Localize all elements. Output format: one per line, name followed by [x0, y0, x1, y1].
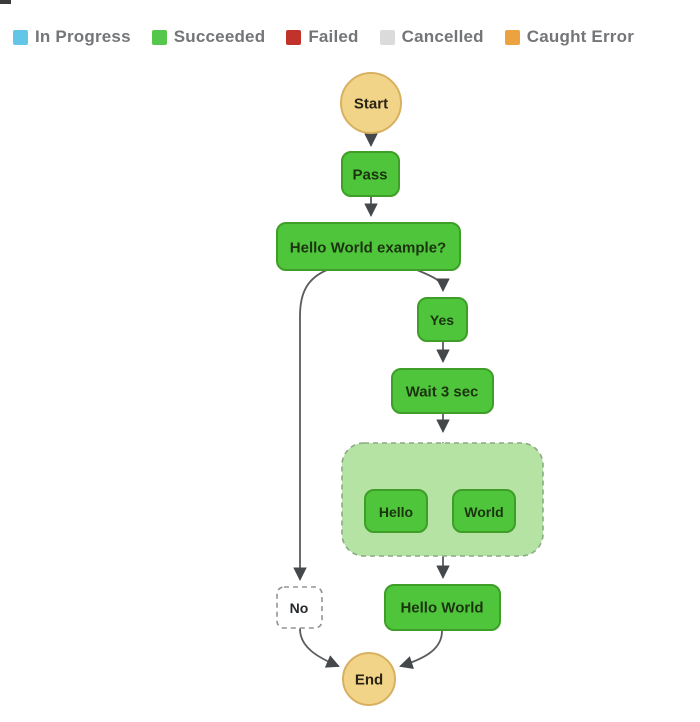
wait-box[interactable]: [391, 368, 494, 414]
legend-item-in-progress: In Progress: [13, 27, 131, 47]
node-yes: Yes: [417, 297, 468, 342]
legend-label-succeeded: Succeeded: [173, 27, 266, 46]
node-pass: Pass: [341, 151, 400, 197]
legend-item-cancelled: Cancelled: [379, 27, 484, 47]
succeeded-swatch-icon: [151, 29, 167, 45]
wait-label: Wait 3 sec: [406, 384, 479, 401]
edge-no-to-end: [299, 628, 340, 668]
legend-label-in-progress: In Progress: [35, 27, 131, 46]
end-label: End: [355, 672, 383, 689]
yes-box[interactable]: [417, 297, 468, 342]
hello-world-label: Hello World: [400, 600, 483, 617]
start-label: Start: [354, 96, 388, 113]
screen-corner-artifact: [0, 0, 11, 4]
legend-label-cancelled: Cancelled: [401, 27, 484, 46]
failed-swatch-icon: [286, 29, 302, 45]
start-circle: [340, 72, 402, 134]
cancelled-swatch-icon: [379, 29, 395, 45]
edge-choice-to-yes: [416, 269, 450, 293]
status-legend: In Progress Succeeded Failed Cancelled C…: [13, 27, 690, 47]
legend-item-caught-error: Caught Error: [504, 27, 635, 47]
no-label: No: [290, 600, 309, 616]
node-start: Start: [340, 72, 402, 134]
hello-box[interactable]: [364, 489, 428, 533]
edge-hello-world-to-end: [399, 630, 443, 669]
node-wait-3-sec: Wait 3 sec: [391, 368, 494, 414]
choice-label: Hello World example?: [290, 240, 446, 257]
node-hello-world: Hello World: [384, 584, 501, 631]
in-progress-swatch-icon: [13, 29, 28, 45]
legend-item-failed: Failed: [286, 27, 358, 47]
hello-world-box[interactable]: [384, 584, 501, 631]
node-choice-hello-world-example: Hello World example?: [276, 222, 461, 271]
node-end: End: [342, 652, 396, 706]
node-world: World: [452, 489, 516, 533]
end-circle: [342, 652, 396, 706]
legend-label-caught-error: Caught Error: [526, 27, 635, 46]
pass-label: Pass: [352, 167, 387, 184]
legend-item-succeeded: Succeeded: [151, 27, 266, 47]
world-box[interactable]: [452, 489, 516, 533]
pass-box[interactable]: [341, 151, 400, 197]
choice-box[interactable]: [276, 222, 461, 271]
node-hello: Hello: [364, 489, 428, 533]
legend-label-failed: Failed: [308, 27, 359, 46]
hello-label: Hello: [379, 504, 413, 520]
caught-error-swatch-icon: [504, 29, 520, 45]
yes-label: Yes: [430, 312, 454, 328]
world-label: World: [464, 504, 503, 520]
node-no: No: [276, 586, 323, 629]
edge-choice-to-no: [293, 269, 328, 582]
no-box[interactable]: [276, 586, 323, 629]
